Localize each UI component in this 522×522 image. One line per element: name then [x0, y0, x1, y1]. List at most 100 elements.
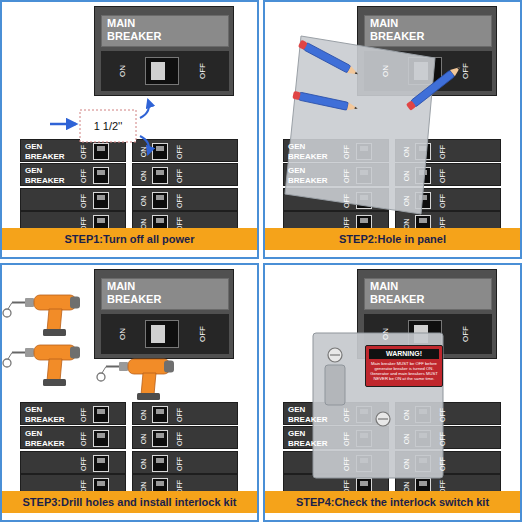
- switch-position-label: OFF: [80, 145, 87, 159]
- switch-toggle: [360, 409, 368, 414]
- breaker-switch-box: ONOFF: [132, 188, 238, 211]
- breaker-switch-box: ON OFF: [395, 139, 501, 162]
- breaker-switch-box: GEN BREAKEROFF: [283, 163, 389, 186]
- switch-toggle: [156, 170, 164, 175]
- switch-position-label: ON: [140, 458, 147, 469]
- switch-toggle: [156, 481, 164, 486]
- switch-position-label: OFF: [80, 457, 87, 471]
- illustration-part: [140, 100, 149, 118]
- switch-toggle: [97, 458, 105, 463]
- breaker-switch-box: GEN BREAKER OFF: [283, 426, 389, 449]
- breaker-label: MAIN BREAKER: [370, 280, 442, 306]
- breaker-switch-box: GEN BREAKER OFF: [283, 402, 389, 425]
- switch-toggle: [97, 481, 105, 486]
- switch-position-label: OFF: [343, 408, 350, 422]
- switch-position-label: OFF: [176, 145, 183, 159]
- switch-toggle: [151, 325, 165, 343]
- switch-position-label: OFF: [80, 432, 87, 446]
- illustration-part: [376, 412, 390, 426]
- switch-position-label: ON: [382, 328, 390, 340]
- switch-position-label: ON: [403, 146, 410, 157]
- step-panel: MAIN BREAKERONOFFGEN BREAKEROFFONOFFGEN …: [263, 0, 522, 259]
- switch-toggle: [414, 325, 428, 343]
- breaker-switch-box: GEN BREAKEROFF: [283, 139, 389, 162]
- switch-position-label: OFF: [439, 457, 446, 471]
- switch-position-label: OFF: [176, 169, 183, 183]
- dimension-label: 1 1/2'': [80, 110, 136, 142]
- switch-toggle: [360, 481, 368, 486]
- switch-toggle: [156, 146, 164, 151]
- illustration-part: [378, 418, 388, 419]
- breaker-label: GEN BREAKER: [25, 166, 75, 185]
- breaker-switch-box: OFF: [20, 188, 126, 211]
- breaker-switch-box: ON OFF: [132, 402, 238, 425]
- switch-position-label: ON: [403, 409, 410, 420]
- switch-position-label: OFF: [439, 145, 446, 159]
- switch-position-label: ON: [140, 146, 147, 157]
- switch-toggle: [156, 433, 164, 438]
- breaker-switch-box: ON OFF: [395, 451, 501, 474]
- breaker-label: GEN BREAKER: [25, 405, 75, 424]
- breaker-switch-box: GEN BREAKER OFF: [20, 139, 126, 162]
- switch-position-label: OFF: [439, 432, 446, 446]
- breaker-switch-box: ONOFF: [395, 163, 501, 186]
- illustration-part: [406, 64, 463, 111]
- switch-position-label: OFF: [176, 457, 183, 471]
- breaker-switch-box: ON OFF: [132, 139, 238, 162]
- breaker-switch-box: OFF: [283, 188, 389, 211]
- switch-position-label: OFF: [343, 457, 350, 471]
- switch-position-label: ON: [140, 433, 147, 444]
- breaker-label: MAIN BREAKER: [370, 17, 442, 43]
- breaker-label: GEN BREAKER: [288, 429, 338, 448]
- main-breaker-box: MAIN BREAKERONOFF: [94, 6, 234, 96]
- main-breaker-box: MAIN BREAKERONOFF: [357, 6, 497, 96]
- switch-position-label: ON: [403, 458, 410, 469]
- switch-position-label: ON: [140, 170, 147, 181]
- illustration-part: [313, 333, 443, 478]
- switch-position-label: OFF: [343, 432, 350, 446]
- breaker-label: GEN BREAKER: [25, 142, 75, 161]
- breaker-switch-box: ON OFF: [132, 163, 238, 186]
- illustration-part: [80, 110, 136, 142]
- switch-position-label: ON: [140, 409, 147, 420]
- switch-toggle: [360, 458, 368, 463]
- illustration-part: [97, 359, 174, 400]
- warning-text: Main breaker MUST be OFF before generato…: [369, 361, 439, 381]
- breaker-switch-box: OFF: [283, 451, 389, 474]
- breaker-label: GEN BREAKER: [288, 405, 338, 424]
- switch-toggle: [419, 195, 427, 200]
- switch-toggle: [419, 458, 427, 463]
- illustration-part: [285, 36, 435, 214]
- switch-toggle: [360, 146, 368, 151]
- switch-toggle: [419, 218, 427, 223]
- switch-toggle: [97, 146, 105, 151]
- callout-figure: [50, 100, 149, 154]
- switch-toggle: [419, 170, 427, 175]
- switch-position-label: OFF: [439, 194, 446, 208]
- drill-figure: [3, 295, 174, 400]
- switch-position-label: OFF: [462, 326, 470, 342]
- switch-position-label: OFF: [439, 408, 446, 422]
- step-panel: MAIN BREAKERONOFFGEN BREAKEROFFONOFFGEN …: [0, 0, 259, 259]
- illustration-part: [50, 123, 76, 126]
- switch-position-label: OFF: [176, 408, 183, 422]
- breaker-label: GEN BREAKER: [288, 142, 338, 161]
- switch-position-label: OFF: [343, 169, 350, 183]
- breaker-switch-box: ON OFF: [395, 402, 501, 425]
- step-panel: MAIN BREAKERONOFFGEN BREAKEROFFONOFFGEN …: [0, 263, 259, 522]
- switch-position-label: OFF: [80, 194, 87, 208]
- switch-toggle: [156, 195, 164, 200]
- breaker-switch-box: ONOFF: [132, 426, 238, 449]
- switch-toggle: [97, 409, 105, 414]
- switch-position-label: OFF: [176, 194, 183, 208]
- step-panel: MAIN BREAKERONOFFGEN BREAKEROFFONOFFGEN …: [263, 263, 522, 522]
- interlock-plate: [313, 333, 443, 478]
- illustration-part: [292, 91, 358, 113]
- illustration-part: [298, 40, 360, 78]
- marking-figure: [285, 36, 463, 214]
- switch-toggle: [156, 409, 164, 414]
- switch-toggle: [419, 481, 427, 486]
- switch-toggle: [419, 433, 427, 438]
- breaker-switch-box: ONOFF: [395, 426, 501, 449]
